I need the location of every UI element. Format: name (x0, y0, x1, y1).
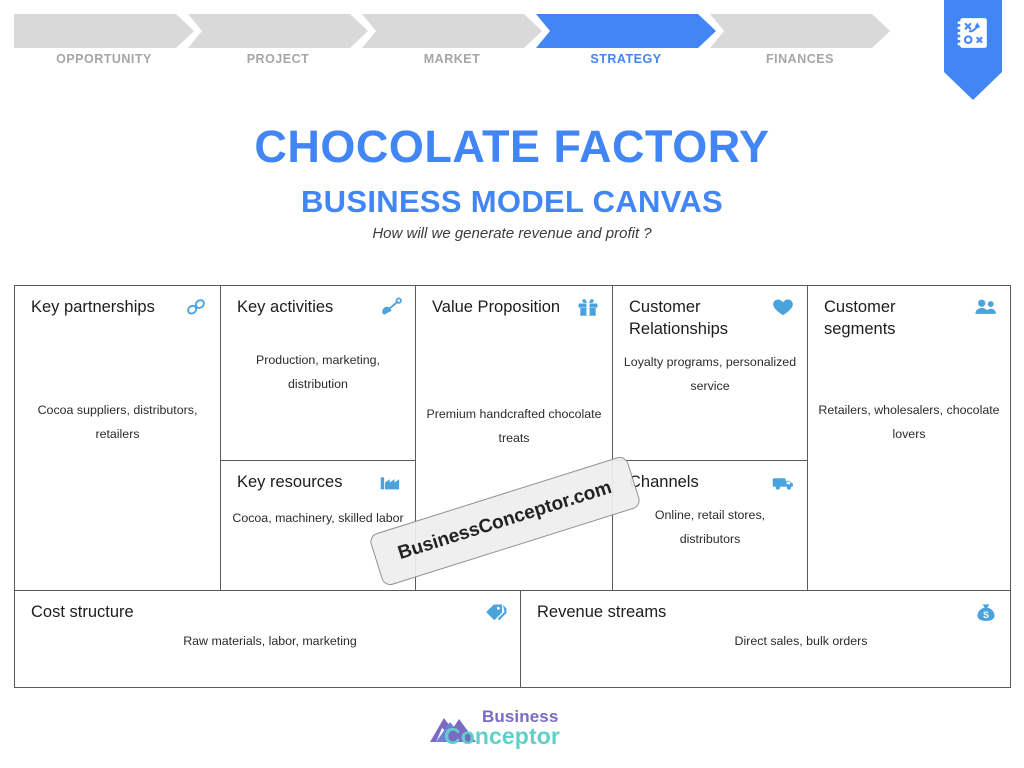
stage-label: OPPORTUNITY (56, 52, 152, 66)
cell-title: Customer segments (824, 298, 896, 338)
cell-title: Key activities (237, 298, 334, 316)
cell-body: Production, marketing, distribution (256, 353, 380, 392)
cell-body: Loyalty programs, personalized service (623, 355, 797, 394)
logo-word-conceptor: Conceptor (444, 722, 560, 749)
page-title: CHOCOLATE FACTORY (254, 121, 770, 172)
svg-text:S: S (983, 610, 989, 620)
stage-arrow-shape (14, 14, 194, 48)
canvas-cell-customer-relationships[interactable]: Customer Relationships Loyalty programs,… (612, 285, 808, 461)
cell-title: Customer Relationships (629, 298, 729, 338)
page-question: How will we generate revenue and profit … (372, 224, 652, 242)
page-subtitle: BUSINESS MODEL CANVAS (301, 183, 723, 219)
strategy-playbook-icon (956, 16, 990, 50)
cell-title: Key partnerships (31, 298, 155, 316)
delivery-truck-icon (771, 472, 795, 493)
logo-word-business: Business (482, 707, 559, 727)
stage-label: MARKET (423, 52, 481, 66)
cell-body: Direct sales, bulk orders (734, 634, 868, 648)
logo-wordmark: Business Conceptor (444, 707, 560, 747)
mountain-icon (426, 708, 488, 748)
canvas-cell-cost-structure[interactable]: Cost structure Raw materials, labor, mar… (14, 590, 521, 688)
stage-item-project[interactable]: PROJECT (188, 14, 368, 66)
cell-title: Key resources (237, 473, 343, 491)
factory-icon (379, 472, 403, 493)
stage-label: PROJECT (246, 52, 310, 66)
stage-arrow-shape (362, 14, 542, 48)
canvas-cell-key-activities[interactable]: Key activities Production, marketing, di… (220, 285, 416, 461)
cell-title: Revenue streams (537, 603, 667, 621)
stage-progress-nav: OPPORTUNITY PROJECT MARKET STRATEGY FINA… (0, 0, 1024, 110)
footer-logo: Business Conceptor (426, 706, 606, 750)
cell-body: Cocoa suppliers, distributors, retailers (37, 403, 198, 442)
stage-arrow-shape (536, 14, 716, 48)
shovel-icon (379, 297, 403, 318)
canvas-cell-channels[interactable]: Channels Online, retail stores, distribu… (612, 460, 808, 591)
cell-body: Retailers, wholesalers, chocolate lovers (818, 403, 1000, 442)
gift-icon (576, 297, 600, 318)
cell-title: Value Proposition (432, 298, 561, 316)
stage-arrow-shape (188, 14, 368, 48)
stage-arrow-shape (710, 14, 890, 48)
stage-item-finances[interactable]: FINANCES (710, 14, 890, 66)
business-model-canvas-grid: Key partnerships Cocoa suppliers, distri… (14, 285, 1011, 688)
price-tag-icon (484, 602, 508, 623)
cell-body: Raw materials, labor, marketing (183, 634, 357, 648)
stage-label: FINANCES (766, 52, 834, 66)
stage-item-opportunity[interactable]: OPPORTUNITY (14, 14, 194, 66)
canvas-cell-revenue-streams[interactable]: Revenue streams S Direct sales, bulk ord… (520, 590, 1011, 688)
chain-link-icon (184, 297, 208, 318)
people-group-icon (974, 297, 998, 318)
canvas-cell-customer-segments[interactable]: Customer segments Retailers, wholesalers… (807, 285, 1011, 591)
canvas-cell-key-partnerships[interactable]: Key partnerships Cocoa suppliers, distri… (14, 285, 221, 591)
title-block: CHOCOLATE FACTORY BUSINESS MODEL CANVAS … (0, 122, 1024, 242)
cell-body: Premium handcrafted chocolate treats (426, 407, 602, 446)
cell-title: Cost structure (31, 603, 134, 621)
stage-item-strategy[interactable]: STRATEGY (536, 14, 716, 66)
cell-title: Channels (629, 473, 699, 491)
stage-label: STRATEGY (590, 52, 662, 66)
strategy-banner-badge (944, 0, 1002, 100)
cell-body: Cocoa, machinery, skilled labor (232, 511, 404, 525)
heart-icon (771, 297, 795, 318)
stage-item-market[interactable]: MARKET (362, 14, 542, 66)
cell-body: Online, retail stores, distributors (654, 508, 766, 547)
money-bag-icon: S (974, 602, 998, 623)
